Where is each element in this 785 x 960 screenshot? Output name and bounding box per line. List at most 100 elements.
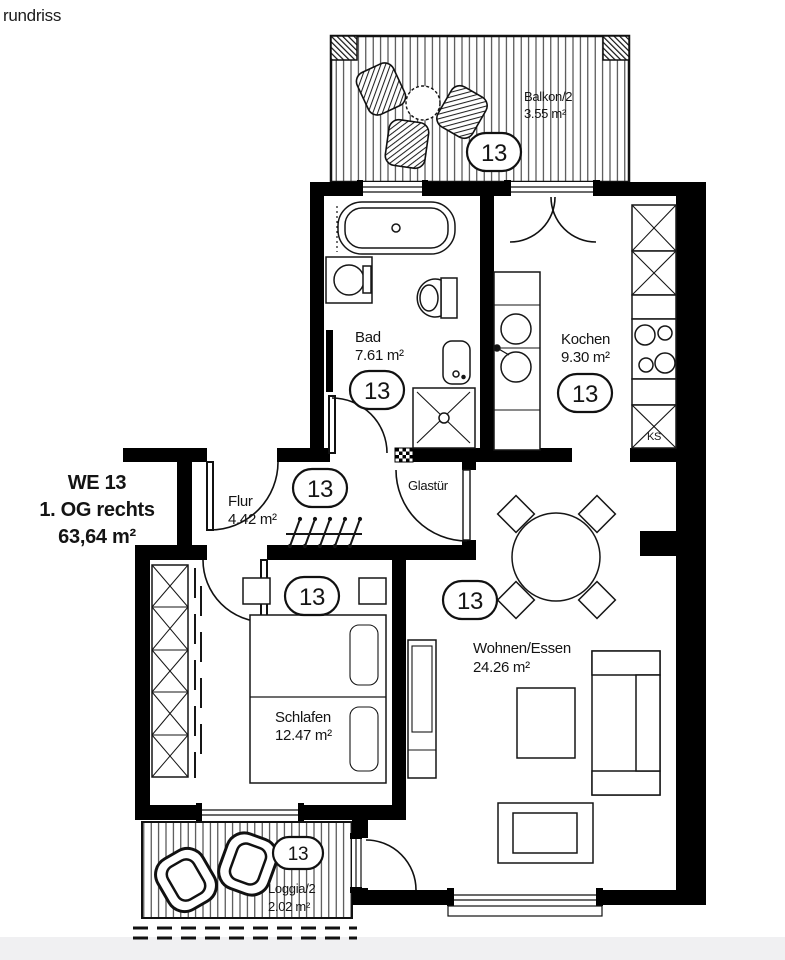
room-area-balkon: 3.55 m² [524,106,567,121]
room-area-wohnen: 24.26 m² [473,659,530,676]
coat-rack [286,516,363,549]
wall-mid-3 [413,448,572,462]
badge-loggia [271,835,325,871]
door-leaf [206,461,214,531]
unit-floor-label: 1. OG rechts [39,499,155,521]
badge-schlafen [283,575,341,617]
room-label-balkon: Balkon/2 [524,89,572,104]
bedroom-loggia-window [196,803,304,821]
room-badges [271,131,614,871]
loggia [133,821,357,940]
stove-burner [657,325,673,341]
door-swing-arc [331,397,388,454]
balcony-chair-2 [436,84,488,140]
badge-kochen [556,372,614,414]
kitchen-balcony-door [504,180,600,243]
page-bottom-strip [0,937,785,960]
door-swing-arc [209,461,279,531]
wall-mid-stub-left [123,448,207,462]
glass-door [395,469,476,542]
wall-mid-2 [277,448,330,462]
kitchen-cabinet-plain-2 [631,378,677,406]
wall-bedroom-living-divider [392,545,406,820]
balcony-chair-1 [355,62,407,116]
badge-flur [291,467,349,509]
loggia-chair-2 [217,831,279,897]
sofa-backrest [635,674,661,772]
stove-burner [634,324,656,346]
dining-table [511,512,601,602]
unit-area-label: 63,64 m² [58,526,136,548]
wall-left-bath [310,182,324,462]
wall-bath-kitchen-divider [480,196,494,462]
room-area-flur: 4.42 m² [228,511,277,528]
badge-bad [348,369,406,411]
badge-number-wohnen: 13 [457,588,483,615]
kitchen-fixtures [493,204,677,451]
washbasin [442,340,471,385]
bath-door [328,395,388,454]
glass-door-label: Glastür [408,478,449,493]
wall-checker-jamb [394,447,414,463]
room-label-schlafen: Schlafen [275,709,331,726]
room-area-bad: 7.61 m² [355,347,404,364]
balcony-chair-3 [384,118,430,170]
badge-number-bad: 13 [364,378,390,405]
door-swing-arc [550,196,597,243]
badge-wohnen [441,579,499,621]
room-area-schlafen: 12.47 m² [275,727,332,744]
washbasin-tap [461,374,466,380]
dining-chair-4 [577,580,617,620]
room-area-loggia: 2.02 m² [268,899,311,914]
wall-bedroom-left [135,545,150,820]
balcony-hatch-corner-right [602,35,630,61]
door-swing-arc [365,839,417,891]
sofa-armrest-bottom [591,770,661,796]
armchair-seat [512,812,578,854]
washbasin-drain [452,370,460,378]
room-label-loggia: Loggia/2 [268,881,316,896]
loggia-door [350,833,417,893]
dining-chair-3 [496,580,536,620]
room-label-kochen: Kochen [561,331,610,348]
pillow-2 [349,706,379,772]
dining-chair-1 [496,494,536,534]
entrance-door [206,461,279,531]
balcony-round-table [405,85,441,121]
tv-sideboard-inner [411,645,433,733]
bathroom-fixtures [325,201,476,449]
shower-drain [438,412,450,424]
nightstand-2 [358,577,387,605]
wall-pillar-right [640,531,676,556]
room-label-wohnen: Wohnen/Essen [473,640,571,657]
bathtub-drain [391,223,401,233]
badge-number-loggia: 13 [288,844,309,865]
badge-balkon [465,131,523,173]
balcony-hatch-corner-left [330,35,358,61]
badge-number-balkon: 13 [481,140,507,167]
toilet-tank [440,277,458,319]
washing-machine-panel [362,265,372,294]
dining-chair-2 [577,494,617,534]
kitchen-sink-2 [500,351,532,383]
bedroom-fixtures [151,564,387,784]
badge-number-schlafen: 13 [299,584,325,611]
toilet-bowl-inner [419,284,439,312]
wall-bedroom-top-left [135,545,207,560]
wall-hall-bottom [267,545,476,560]
bath-radiator [326,330,333,392]
washing-machine-drum [333,264,365,296]
stove-burner [654,352,676,374]
badge-number-flur: 13 [307,476,333,503]
sofa-armrest-top [591,650,661,676]
window-sill [447,905,603,917]
door-swing-arc [509,196,556,243]
wall-kitchen-bottom-right [630,448,676,462]
door-leaf [328,395,336,454]
room-label-bad: Bad [355,329,381,346]
pillow-1 [349,624,379,686]
kitchen-sink-1 [500,313,532,345]
stove-burner [638,357,654,373]
